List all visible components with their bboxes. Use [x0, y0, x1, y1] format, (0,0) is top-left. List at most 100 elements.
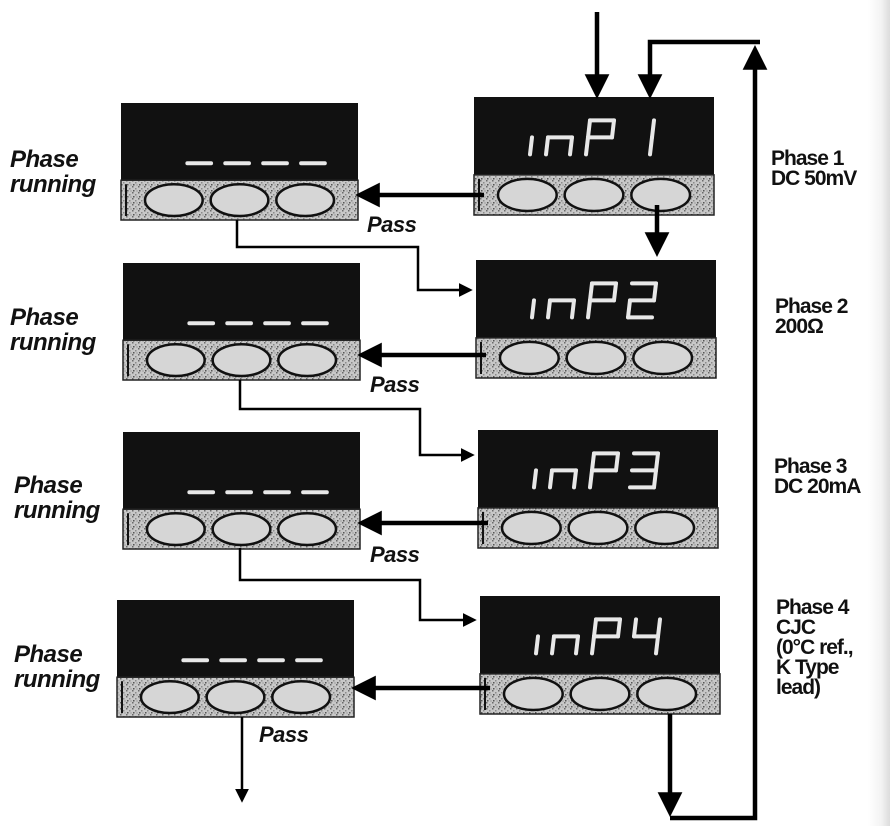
oval-button-3	[277, 511, 338, 547]
display-segment-b	[656, 617, 662, 639]
display-segment-f	[592, 617, 598, 639]
display-segment-e	[590, 634, 596, 656]
phase-description-line: 200Ω	[775, 315, 824, 338]
display-segment-b	[654, 451, 660, 473]
right-controller-unit-2: inP2	[475, 260, 717, 379]
oval-button-1	[139, 679, 200, 715]
display-segment-e	[546, 298, 552, 320]
display-segment-b	[650, 118, 656, 140]
oval-button-3	[632, 340, 694, 376]
display-segment-f	[590, 451, 596, 473]
phase-description-line: (0°C ref.,	[776, 636, 854, 659]
oval-button-3	[636, 676, 698, 712]
phase-description-line: lead)	[776, 676, 821, 699]
oval-button-3	[277, 342, 338, 378]
display-segment-b	[652, 281, 658, 303]
display-segment-b	[614, 451, 620, 473]
display-segment-f	[632, 617, 638, 639]
display-segment-f	[588, 281, 594, 303]
display-segment-e	[550, 634, 556, 656]
oval-button-2	[205, 679, 266, 715]
pass-connector-2	[238, 380, 475, 462]
oval-button-2	[209, 182, 270, 218]
oval-button-1	[145, 342, 206, 378]
display-segment-c	[530, 298, 536, 320]
oval-button-3	[271, 679, 332, 715]
display-segment-c	[652, 468, 658, 490]
pass-label: Pass	[259, 722, 309, 747]
oval-button-1	[502, 676, 564, 712]
phase-running-label-line1: Phase	[14, 472, 83, 499]
left-controller-unit-4: - - - -	[116, 600, 355, 718]
right-controller-unit-1: inP1	[473, 97, 715, 216]
oval-button-1	[500, 510, 562, 546]
display-segment-b	[610, 118, 616, 140]
display-segment-e	[548, 468, 554, 490]
display-segment-c	[654, 634, 660, 656]
right-controller-unit-4: inP4	[479, 596, 721, 715]
oval-button-3	[634, 510, 696, 546]
pass-label: Pass	[370, 542, 420, 567]
oval-button-2	[211, 342, 272, 378]
phase-description-line: K Type	[776, 656, 839, 679]
oval-button-1	[498, 340, 560, 376]
display-panel	[123, 432, 360, 510]
phase-description-line: DC 50mV	[771, 167, 857, 190]
display-segment-c	[572, 468, 578, 490]
display-segment-c	[648, 135, 654, 157]
phase-description-line: Phase 4	[776, 596, 849, 619]
display-segment-b	[612, 281, 618, 303]
display-segment-e	[588, 468, 594, 490]
oval-button-3	[275, 182, 336, 218]
phase-running-label-line1: Phase	[10, 146, 79, 173]
phase-description-line: Phase 2	[775, 295, 848, 318]
left-controller-unit-1: - - - -	[120, 103, 359, 221]
oval-button-3	[630, 177, 692, 213]
display-segment-e	[586, 298, 592, 320]
display-segment-c	[534, 634, 540, 656]
oval-button-2	[563, 177, 625, 213]
oval-button-2	[565, 340, 627, 376]
display-segment-f	[586, 118, 592, 140]
display-segment-c	[568, 135, 574, 157]
right-controller-unit-3: inP3	[477, 430, 719, 549]
display-panel	[123, 263, 360, 341]
loop-return-arrow	[637, 39, 760, 99]
oval-button-1	[143, 182, 204, 218]
oval-button-1	[496, 177, 558, 213]
pass-label: Pass	[370, 372, 420, 397]
phase-running-label-line2: running	[10, 171, 96, 198]
pass-label: Pass	[367, 212, 417, 237]
phase-running-label-line2: running	[14, 666, 100, 693]
display-segment-c	[574, 634, 580, 656]
oval-button-2	[569, 676, 631, 712]
display-segment-e	[544, 135, 550, 157]
phase-running-label-line1: Phase	[14, 641, 83, 668]
display-segment-e	[626, 298, 632, 320]
pass-connector-3	[238, 548, 477, 627]
display-segment-e	[584, 135, 590, 157]
oval-button-2	[567, 510, 629, 546]
phase-running-label-line1: Phase	[10, 304, 79, 331]
pass-connector-1	[235, 220, 473, 297]
display-segment-b	[616, 617, 622, 639]
display-segment-c	[570, 298, 576, 320]
phase-description-line: Phase 1	[771, 147, 844, 170]
oval-button-2	[211, 511, 272, 547]
phase-description-line: Phase 3	[774, 455, 847, 478]
display-panel	[121, 103, 358, 181]
display-segment-c	[532, 468, 538, 490]
oval-button-1	[145, 511, 206, 547]
display-panel	[117, 600, 354, 678]
phase-description-line: CJC	[776, 616, 816, 639]
left-controller-unit-2: - - - -	[122, 263, 361, 381]
display-segment-c	[528, 135, 534, 157]
page-edge-shadow	[868, 0, 890, 826]
phase-description-line: DC 20mA	[774, 475, 861, 498]
phase-running-label-line2: running	[14, 497, 100, 524]
phase-running-label-line2: running	[10, 329, 96, 356]
return-line	[670, 45, 768, 821]
left-controller-unit-3: - - - -	[122, 432, 361, 550]
